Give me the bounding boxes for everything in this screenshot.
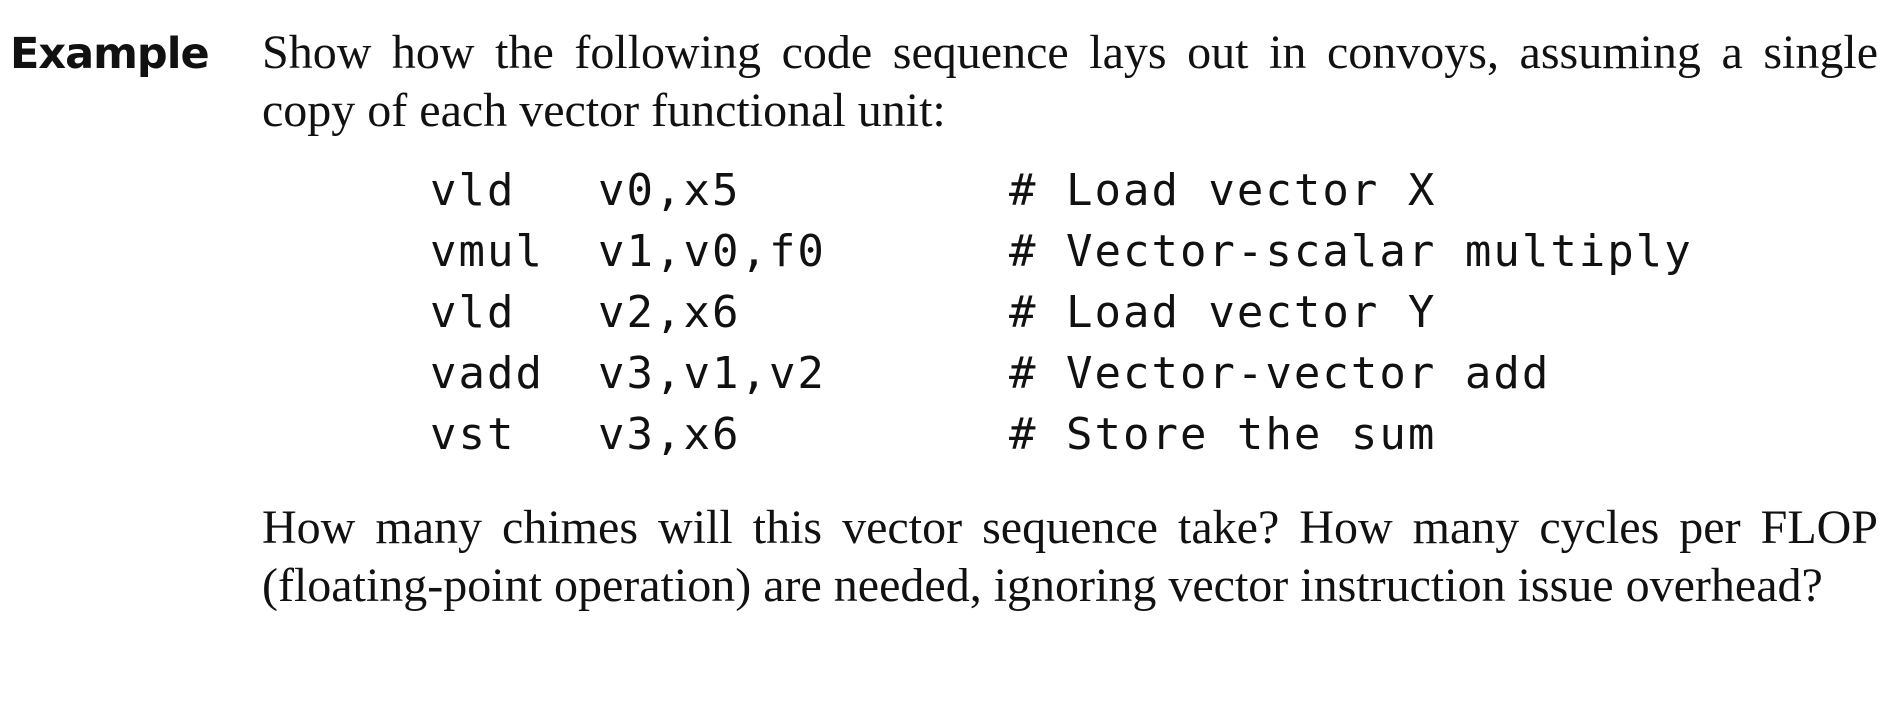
code-line: vld v0,x5 # Load vector X [430,160,1878,221]
code-operands: v0,x5 [598,165,741,216]
code-operands: v3,v1,v2 [598,348,826,399]
code-listing: vld v0,x5 # Load vector X vmul v1,v0,f0 … [430,160,1878,465]
code-comment: # Vector-scalar multiply [1009,226,1693,277]
code-operands: v3,x6 [598,409,741,460]
example-content: Show how the following code sequence lay… [262,24,1878,615]
code-line: vst v3,x6 # Store the sum [430,404,1878,465]
intro-paragraph: Show how the following code sequence lay… [262,26,1878,137]
code-line: vmul v1,v0,f0 # Vector-scalar multiply [430,221,1878,282]
code-line: vld v2,x6 # Load vector Y [430,282,1878,343]
code-comment: # Load vector X [1009,165,1437,216]
code-comment: # Store the sum [1009,409,1437,460]
code-opcode: vst [430,409,516,460]
code-operands: v2,x6 [598,287,741,338]
code-operands: v1,v0,f0 [598,226,826,277]
question-paragraph: How many chimes will this vector sequenc… [262,501,1878,612]
code-line: vadd v3,v1,v2 # Vector-vector add [430,343,1878,404]
code-opcode: vadd [430,348,544,399]
code-opcode: vld [430,165,516,216]
code-comment: # Load vector Y [1009,287,1437,338]
code-opcode: vmul [430,226,544,277]
example-label: Example [10,29,210,79]
code-comment: # Vector-vector add [1009,348,1551,399]
code-opcode: vld [430,287,516,338]
